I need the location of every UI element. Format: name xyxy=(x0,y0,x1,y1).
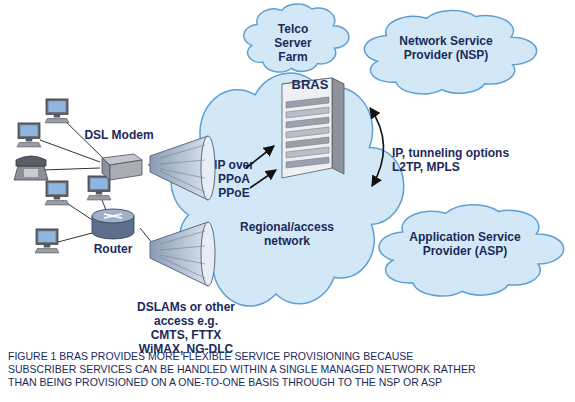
cloud-shape xyxy=(244,4,349,72)
chassis-slot xyxy=(286,97,329,108)
telephone-icon xyxy=(14,156,48,180)
wire xyxy=(40,118,160,250)
cloud-shape xyxy=(364,11,536,94)
chassis-slot xyxy=(286,127,329,138)
router-top xyxy=(92,209,134,223)
node-label: IP over PPoA PPoE xyxy=(208,158,260,200)
annotation: DSLAMs or other access e.g. CMTS, FTTX W… xyxy=(134,300,238,356)
node-label: Application Service Provider (ASP) xyxy=(407,230,523,258)
network-cloud: Telco Server Farm xyxy=(246,2,340,72)
node-label: BRAS xyxy=(274,78,346,92)
modem-front xyxy=(110,160,142,180)
chassis-slot xyxy=(286,147,329,158)
router-node: Router xyxy=(82,206,144,258)
node-label: Network Service Provider (NSP) xyxy=(390,34,502,62)
modem-node: DSL Modem xyxy=(88,128,150,184)
node-label: Telco Server Farm xyxy=(260,22,326,64)
chassis-slot xyxy=(286,107,329,118)
chassis-slot xyxy=(286,157,329,168)
router-arrows xyxy=(104,214,122,218)
node-label: Regional/access network xyxy=(224,220,350,248)
modem-side xyxy=(102,158,110,180)
chassis-side xyxy=(332,78,344,174)
network-cloud: Application Service Provider (ASP) xyxy=(383,202,548,296)
cloud-shape xyxy=(171,73,404,306)
cloud-outline xyxy=(176,66,384,306)
figure-caption: FIGURE 1 BRAS PROVIDES MORE FLEXIBLE SER… xyxy=(8,350,478,389)
annotation: IP, tunneling options L2TP, MPLS xyxy=(392,146,528,174)
node-label: DSL Modem xyxy=(82,128,156,142)
network-cloud: IP over PPoA PPoE Regional/access network… xyxy=(176,66,384,306)
chassis-front xyxy=(282,78,332,178)
bras-node: BRAS xyxy=(274,74,346,186)
chassis-slot xyxy=(286,117,329,128)
network-cloud: Network Service Provider (NSP) xyxy=(368,8,522,94)
cloud-shape xyxy=(379,205,564,296)
chassis-slot xyxy=(286,137,329,148)
node-label: Router xyxy=(82,242,144,256)
